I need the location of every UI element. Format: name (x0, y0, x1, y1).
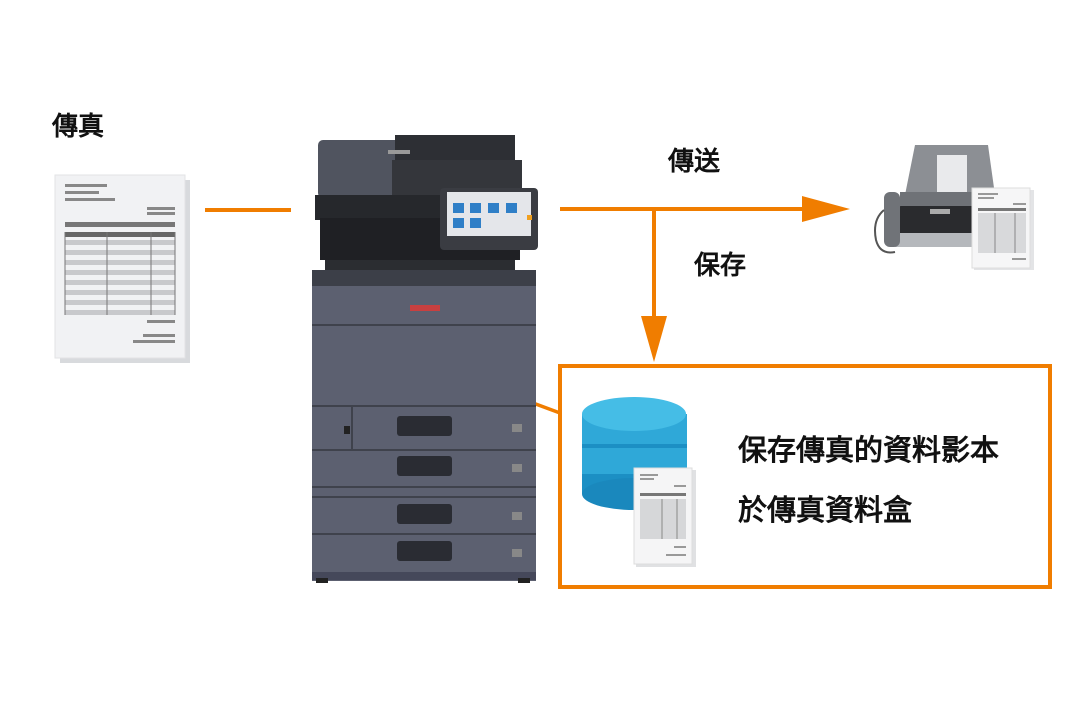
storage-description-line2: 於傳真資料盒 (738, 493, 913, 527)
document-icon (54, 174, 190, 363)
fax-machine-icon (874, 145, 1034, 270)
fax-label: 傳真 (52, 112, 105, 142)
save-label: 保存 (694, 251, 747, 281)
save-arrow-head-icon (641, 316, 667, 362)
storage-description-line1: 保存傳真的資料影本 (738, 433, 1000, 467)
send-arrow-head-icon (802, 196, 850, 222)
printer-icon (312, 135, 538, 583)
stored-document-icon (633, 467, 696, 567)
storage-description: 保存傳真的資料影本 於傳真資料盒 (738, 420, 999, 540)
storage-box-border (558, 364, 1052, 589)
send-label: 傳送 (668, 147, 721, 177)
